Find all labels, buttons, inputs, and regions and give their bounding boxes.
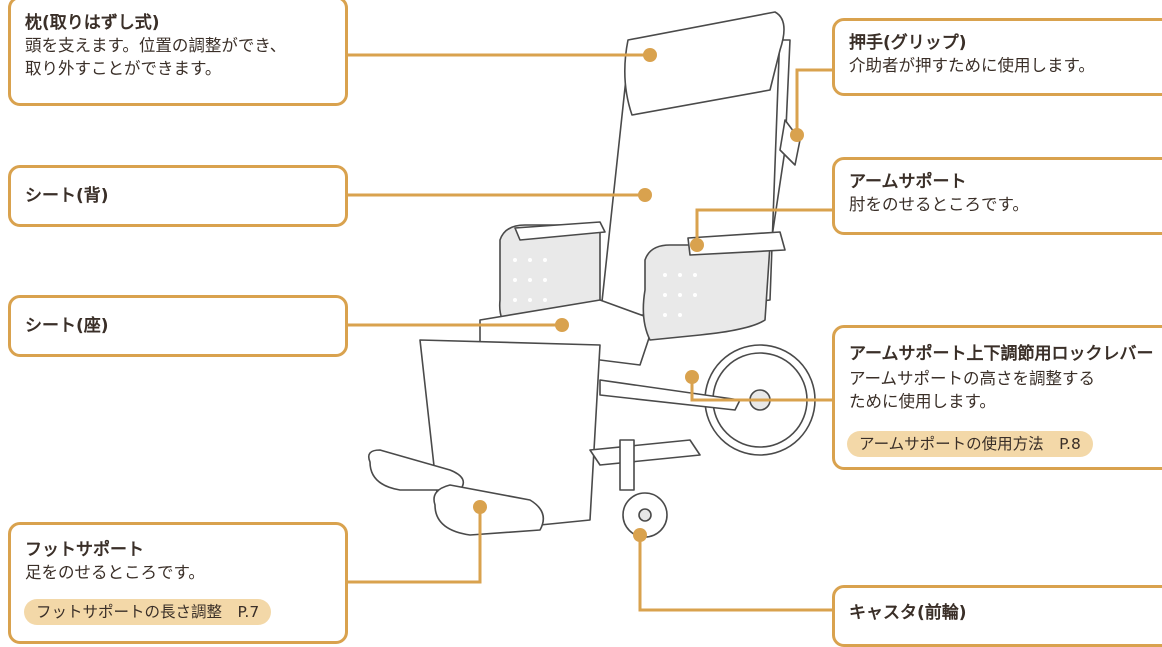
arm-lever-title: アームサポート上下調節用ロックレバー [849,344,1154,364]
arm-lever-page-ref[interactable]: アームサポートの使用方法 P.8 [847,431,1093,457]
foot-support-page-ref[interactable]: フットサポートの長さ調整 P.7 [24,599,272,625]
pillow-desc-line1: 頭を支えます。位置の調整ができ、 [25,36,287,55]
grip-callout: 押手(グリップ) 介助者が押すために使用します。 [832,18,1162,96]
foot-support-callout: フットサポート 足をのせるところです。 フットサポートの長さ調整 P.7 [8,522,348,644]
seat-seat-callout: シート(座) [8,295,348,357]
pillow-title: 枕(取りはずし式) [25,13,160,33]
arm-support-title: アームサポート [849,172,967,192]
pillow-callout: 枕(取りはずし式) 頭を支えます。位置の調整ができ、 取り外すことができます。 [8,0,348,106]
grip-desc: 介助者が押すために使用します。 [849,56,1095,75]
arm-lever-callout: アームサポート上下調節用ロックレバー アームサポートの高さを調整する ために使用… [832,325,1162,470]
arm-support-desc: 肘をのせるところです。 [849,195,1029,214]
grip-title: 押手(グリップ) [849,33,967,53]
arm-lever-desc-line1: アームサポートの高さを調整する [849,369,1096,388]
arm-support-callout: アームサポート 肘をのせるところです。 [832,157,1162,235]
foot-support-desc: 足をのせるところです。 [25,563,205,582]
seat-back-callout: シート(背) [8,165,348,227]
caster-callout: キャスタ(前輪) [832,585,1162,647]
arm-lever-desc-line2: ために使用します。 [849,392,996,411]
foot-support-title: フットサポート [25,540,144,560]
seat-seat-title: シート(座) [25,316,109,336]
pillow-desc-line2: 取り外すことができます。 [25,59,222,78]
caster-title: キャスタ(前輪) [849,603,967,623]
seat-back-title: シート(背) [25,186,109,206]
